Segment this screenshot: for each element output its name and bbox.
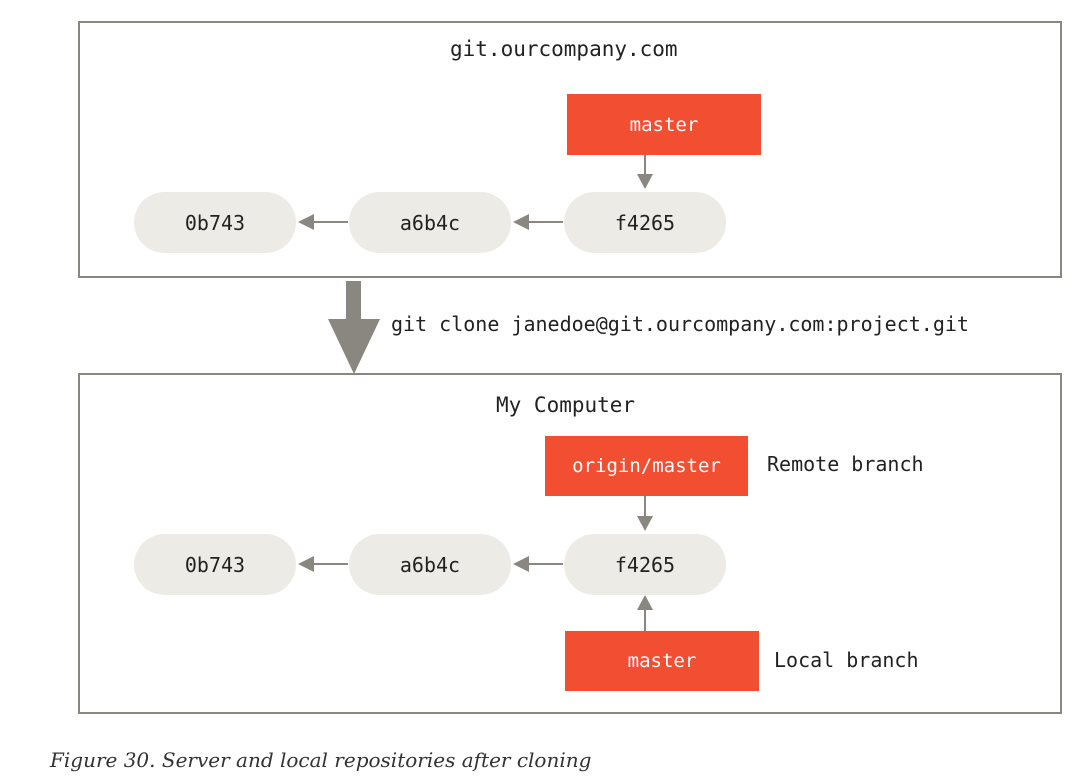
local-f4265-to-a6b4c-arrow <box>513 556 563 572</box>
local-commit-0b743: 0b743 <box>134 534 296 595</box>
clone-command: git clone janedoe@git.ourcompany.com:pro… <box>391 312 969 336</box>
remote-branch-label: Remote branch <box>767 452 924 476</box>
server-a6b4c-to-0b743-arrow <box>298 214 348 230</box>
clone-arrow <box>328 281 380 374</box>
local-master-branch: master <box>565 631 759 691</box>
local-title: My Computer <box>496 393 636 417</box>
origin-master-to-f4265-arrow <box>637 496 653 531</box>
local-origin-master-branch: origin/master <box>545 436 748 496</box>
local-branch-label: Local branch <box>774 648 919 672</box>
server-master-branch: master <box>567 94 761 155</box>
local-commit-a6b4c: a6b4c <box>349 534 511 595</box>
server-commit-f4265: f4265 <box>564 192 726 253</box>
figure-caption: Figure 30. Server and local repositories… <box>50 748 592 772</box>
server-master-to-f4265-arrow <box>637 155 653 189</box>
local-a6b4c-to-0b743-arrow <box>298 556 348 572</box>
server-f4265-to-a6b4c-arrow <box>513 214 563 230</box>
server-commit-0b743: 0b743 <box>134 192 296 253</box>
local-commit-f4265: f4265 <box>564 534 726 595</box>
server-commit-a6b4c: a6b4c <box>349 192 511 253</box>
server-title: git.ourcompany.com <box>450 37 678 61</box>
local-master-to-f4265-arrow <box>637 595 653 631</box>
